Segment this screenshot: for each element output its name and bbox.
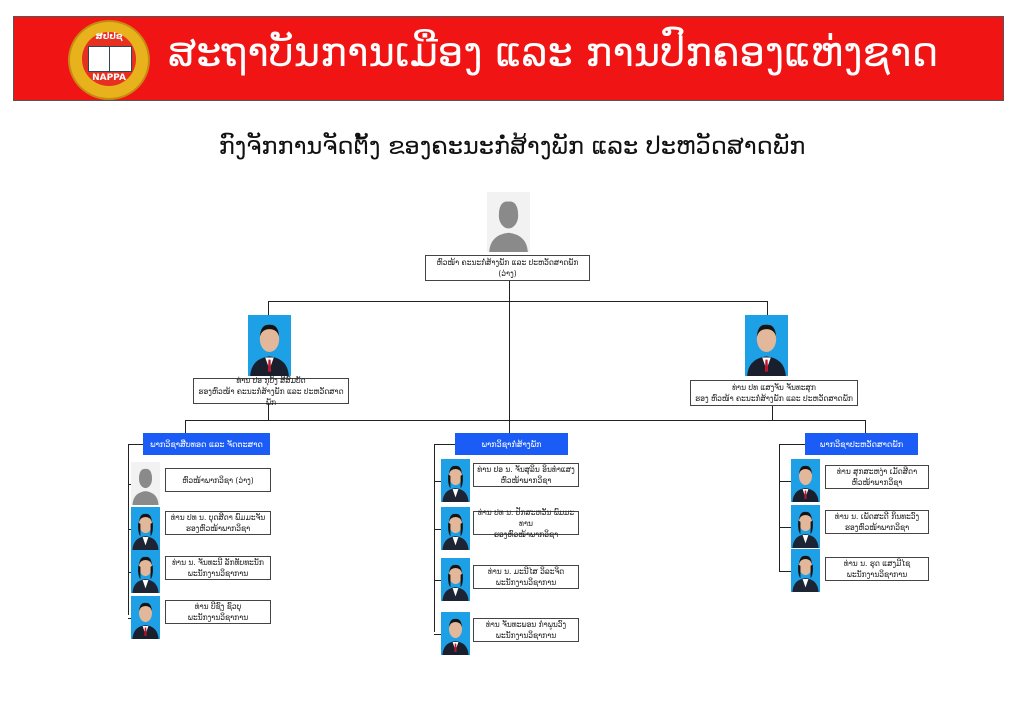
person-box: ທ່ານ ນ. ເພັດສະດີ ກິນທະວົງຮອງຫົວໜ້າພາກວິຊ…: [825, 510, 929, 534]
department-header: ພາກວິຊາປະຫວັດສາດພັກ: [805, 433, 918, 455]
connector-line: [779, 481, 791, 482]
person-role: ພະນັກງານວິຊາການ: [187, 569, 249, 578]
institute-title: ສະຖາບັນການເມືອງ ແລະ ການປົກຄອງແຫ່ງຊາດ: [168, 30, 939, 76]
header-banner: [13, 16, 1004, 101]
person-role: ຮອງຫົວໜ້າ ຄະນະກໍ່ສ້າງພັກ ແລະ ປະຫວັດສາດພັ…: [198, 386, 344, 407]
connector-line: [865, 420, 866, 433]
connector-line: [779, 527, 791, 528]
staff-photo: [131, 596, 160, 639]
person-name: ຫົວໜ້າພາກວິຊາ (ວ່າງ): [182, 475, 254, 485]
connector-line: [509, 281, 510, 421]
book-icon: [88, 46, 132, 72]
person-name: ທ່ານ ປທ ແສງຈັນ ຈັນທະສຸກ: [732, 383, 816, 392]
placeholder-avatar-icon: [131, 462, 160, 505]
person-role: ຮອງຫົວໜ້າພາກວິຊາ: [493, 529, 559, 539]
staff-photo: [791, 549, 820, 592]
connector-line: [509, 420, 510, 433]
connector-line: [128, 572, 131, 573]
connector-line: [128, 444, 143, 445]
person-box: ຫົວໜ້າ ຄະນະກໍ່ສ້າງພັກ ແລະ ປະຫວັດສາດພັກ (ວ…: [425, 255, 590, 281]
staff-photo: [441, 507, 470, 550]
connector-line: [779, 444, 805, 445]
person-role: ພະນັກງານວິຊາການ: [495, 578, 557, 587]
person-role: ຮອງ ຫົວໜ້າ ຄະນະກໍ່ສ້າງພັກ ແລະ ປະຫວັດສາດພ…: [695, 394, 853, 403]
connector-line: [434, 481, 441, 482]
person-box: ທ່ານ ນ. ຮຸດ ແສງມີໄຊພະນັກງານວິຊາການ: [825, 557, 929, 581]
staff-photo: [441, 558, 470, 601]
connector-line: [128, 529, 131, 530]
person-role: ພະນັກງານວິຊາການ: [495, 631, 557, 640]
placeholder-avatar-icon: [487, 192, 530, 252]
connector-line: [779, 444, 780, 572]
logo-text-top: ສປປຊ: [95, 32, 123, 42]
person-name: ທ່ານ ສຸກສະຫງ່າ ເມັດສີດາ: [836, 467, 918, 476]
connector-line: [779, 571, 791, 572]
person-box: ທ່ານ ປທ ນ. ບຸດສີດາ ພົມມະຈັນຮອງຫົວໜ້າພາກວ…: [165, 511, 271, 535]
connector-line: [434, 444, 435, 632]
connector-line: [268, 404, 269, 421]
staff-photo: [791, 459, 820, 502]
chart-title: ກົງຈັກການຈັດຕັ້ງ ຂອງຄະນະກໍ່ສ້າງພັກ ແລະ ປ…: [218, 132, 806, 160]
connector-line: [434, 634, 441, 635]
person-role: ພະນັກງານວິຊາການ: [846, 570, 908, 579]
nappa-logo: ສປປຊ NAPPA: [68, 20, 150, 100]
connector-line: [772, 406, 773, 421]
person-name: ທ່ານ ບີຊົງ ຊົວບຸ: [194, 602, 242, 611]
connector-line: [185, 420, 186, 433]
person-box: ທ່ານ ນ. ມະນີໄສ ວິລະຈິດພະນັກງານວິຊາການ: [473, 565, 579, 589]
person-name: ທ່ານ ນ. ມະນີໄສ ວິລະຈິດ: [487, 567, 565, 576]
person-box: ທ່ານ ນ. ຈັນທະນີ ລັກທັບທະນັກພະນັກງານວິຊາກ…: [165, 556, 271, 580]
department-header: ພາກວິຊາສືບທອດ ແລະ ຈັດຕະສາດ: [143, 433, 270, 455]
staff-photo: [131, 550, 160, 593]
person-box: ທ່ານ ປທ ແສງຈັນ ຈັນທະສຸກຮອງ ຫົວໜ້າ ຄະນະກໍ…: [690, 380, 858, 406]
person-box: ທ່ານ ປອ ກຸບັງ ສີສົມບັດຮອງຫົວໜ້າ ຄະນະກໍ່ສ…: [193, 375, 349, 407]
person-name: ທ່ານ ຈັນທະພອນ ກໍາພູນວົງ: [485, 620, 567, 629]
person-box: ທ່ານ ປທ ນ. ປັກສະຫວັນ ພົມມະທານຮອງຫົວໜ້າພາ…: [473, 508, 579, 539]
person-name: ທ່ານ ປອ ກຸບັງ ສີສົມບັດ: [236, 375, 306, 385]
staff-photo: [791, 505, 820, 548]
staff-photo: [441, 612, 470, 655]
staff-photo: [745, 315, 788, 376]
connector-line: [434, 529, 441, 530]
staff-photo: [131, 507, 160, 550]
department-header: ພາກວິຊາກໍ່ສ້າງພັກ: [455, 433, 568, 455]
person-role: ພະນັກງານວິຊາການ: [187, 613, 249, 622]
person-role: ຫົວໜ້າພາກວິຊາ: [851, 478, 903, 487]
person-role: ຮອງຫົວໜ້າພາກວິຊາ: [185, 524, 251, 533]
staff-photo: [248, 315, 291, 376]
person-box: ທ່ານ ປອ ນ. ຈັນສຸລິນ ອິນທໍາແສງຫົວໜ້າພາກວິ…: [473, 463, 579, 487]
person-role: ຫົວໜ້າພາກວິຊາ: [500, 476, 552, 485]
person-name: ຫົວໜ້າ ຄະນະກໍ່ສ້າງພັກ ແລະ ປະຫວັດສາດພັກ: [436, 258, 579, 267]
person-box: ທ່ານ ຈັນທະພອນ ກໍາພູນວົງພະນັກງານວິຊາການ: [473, 618, 579, 642]
staff-photo: [441, 459, 470, 502]
person-name: ທ່ານ ປອ ນ. ຈັນສຸລິນ ອິນທໍາແສງ: [477, 465, 575, 474]
connector-line: [767, 301, 768, 315]
person-box: ຫົວໜ້າພາກວິຊາ (ວ່າງ): [165, 468, 271, 492]
person-name: ທ່ານ ປທ ນ. ບຸດສີດາ ພົມມະຈັນ: [170, 513, 266, 522]
person-name: ທ່ານ ນ. ຈັນທະນີ ລັກທັບທະນັກ: [172, 558, 264, 567]
connector-line: [434, 580, 441, 581]
connector-line: [185, 420, 866, 421]
logo-text-bottom: NAPPA: [92, 73, 126, 83]
person-box: ທ່ານ ສຸກສະຫງ່າ ເມັດສີດາຫົວໜ້າພາກວິຊາ: [825, 465, 929, 489]
person-role: (ວ່າງ): [498, 269, 517, 278]
person-name: ທ່ານ ນ. ຮຸດ ແສງມີໄຊ: [843, 559, 911, 568]
person-box: ທ່ານ ບີຊົງ ຊົວບຸພະນັກງານວິຊາການ: [165, 600, 271, 624]
connector-line: [434, 444, 455, 445]
connector-line: [128, 484, 131, 485]
person-name: ທ່ານ ນ. ເພັດສະດີ ກິນທະວົງ: [834, 512, 920, 521]
connector-line: [268, 301, 768, 302]
person-name: ທ່ານ ປທ ນ. ປັກສະຫວັນ ພົມມະທານ: [477, 507, 575, 528]
connector-line: [128, 618, 131, 619]
connector-line: [268, 301, 269, 315]
person-role: ຮອງຫົວໜ້າພາກວິຊາ: [844, 523, 910, 532]
